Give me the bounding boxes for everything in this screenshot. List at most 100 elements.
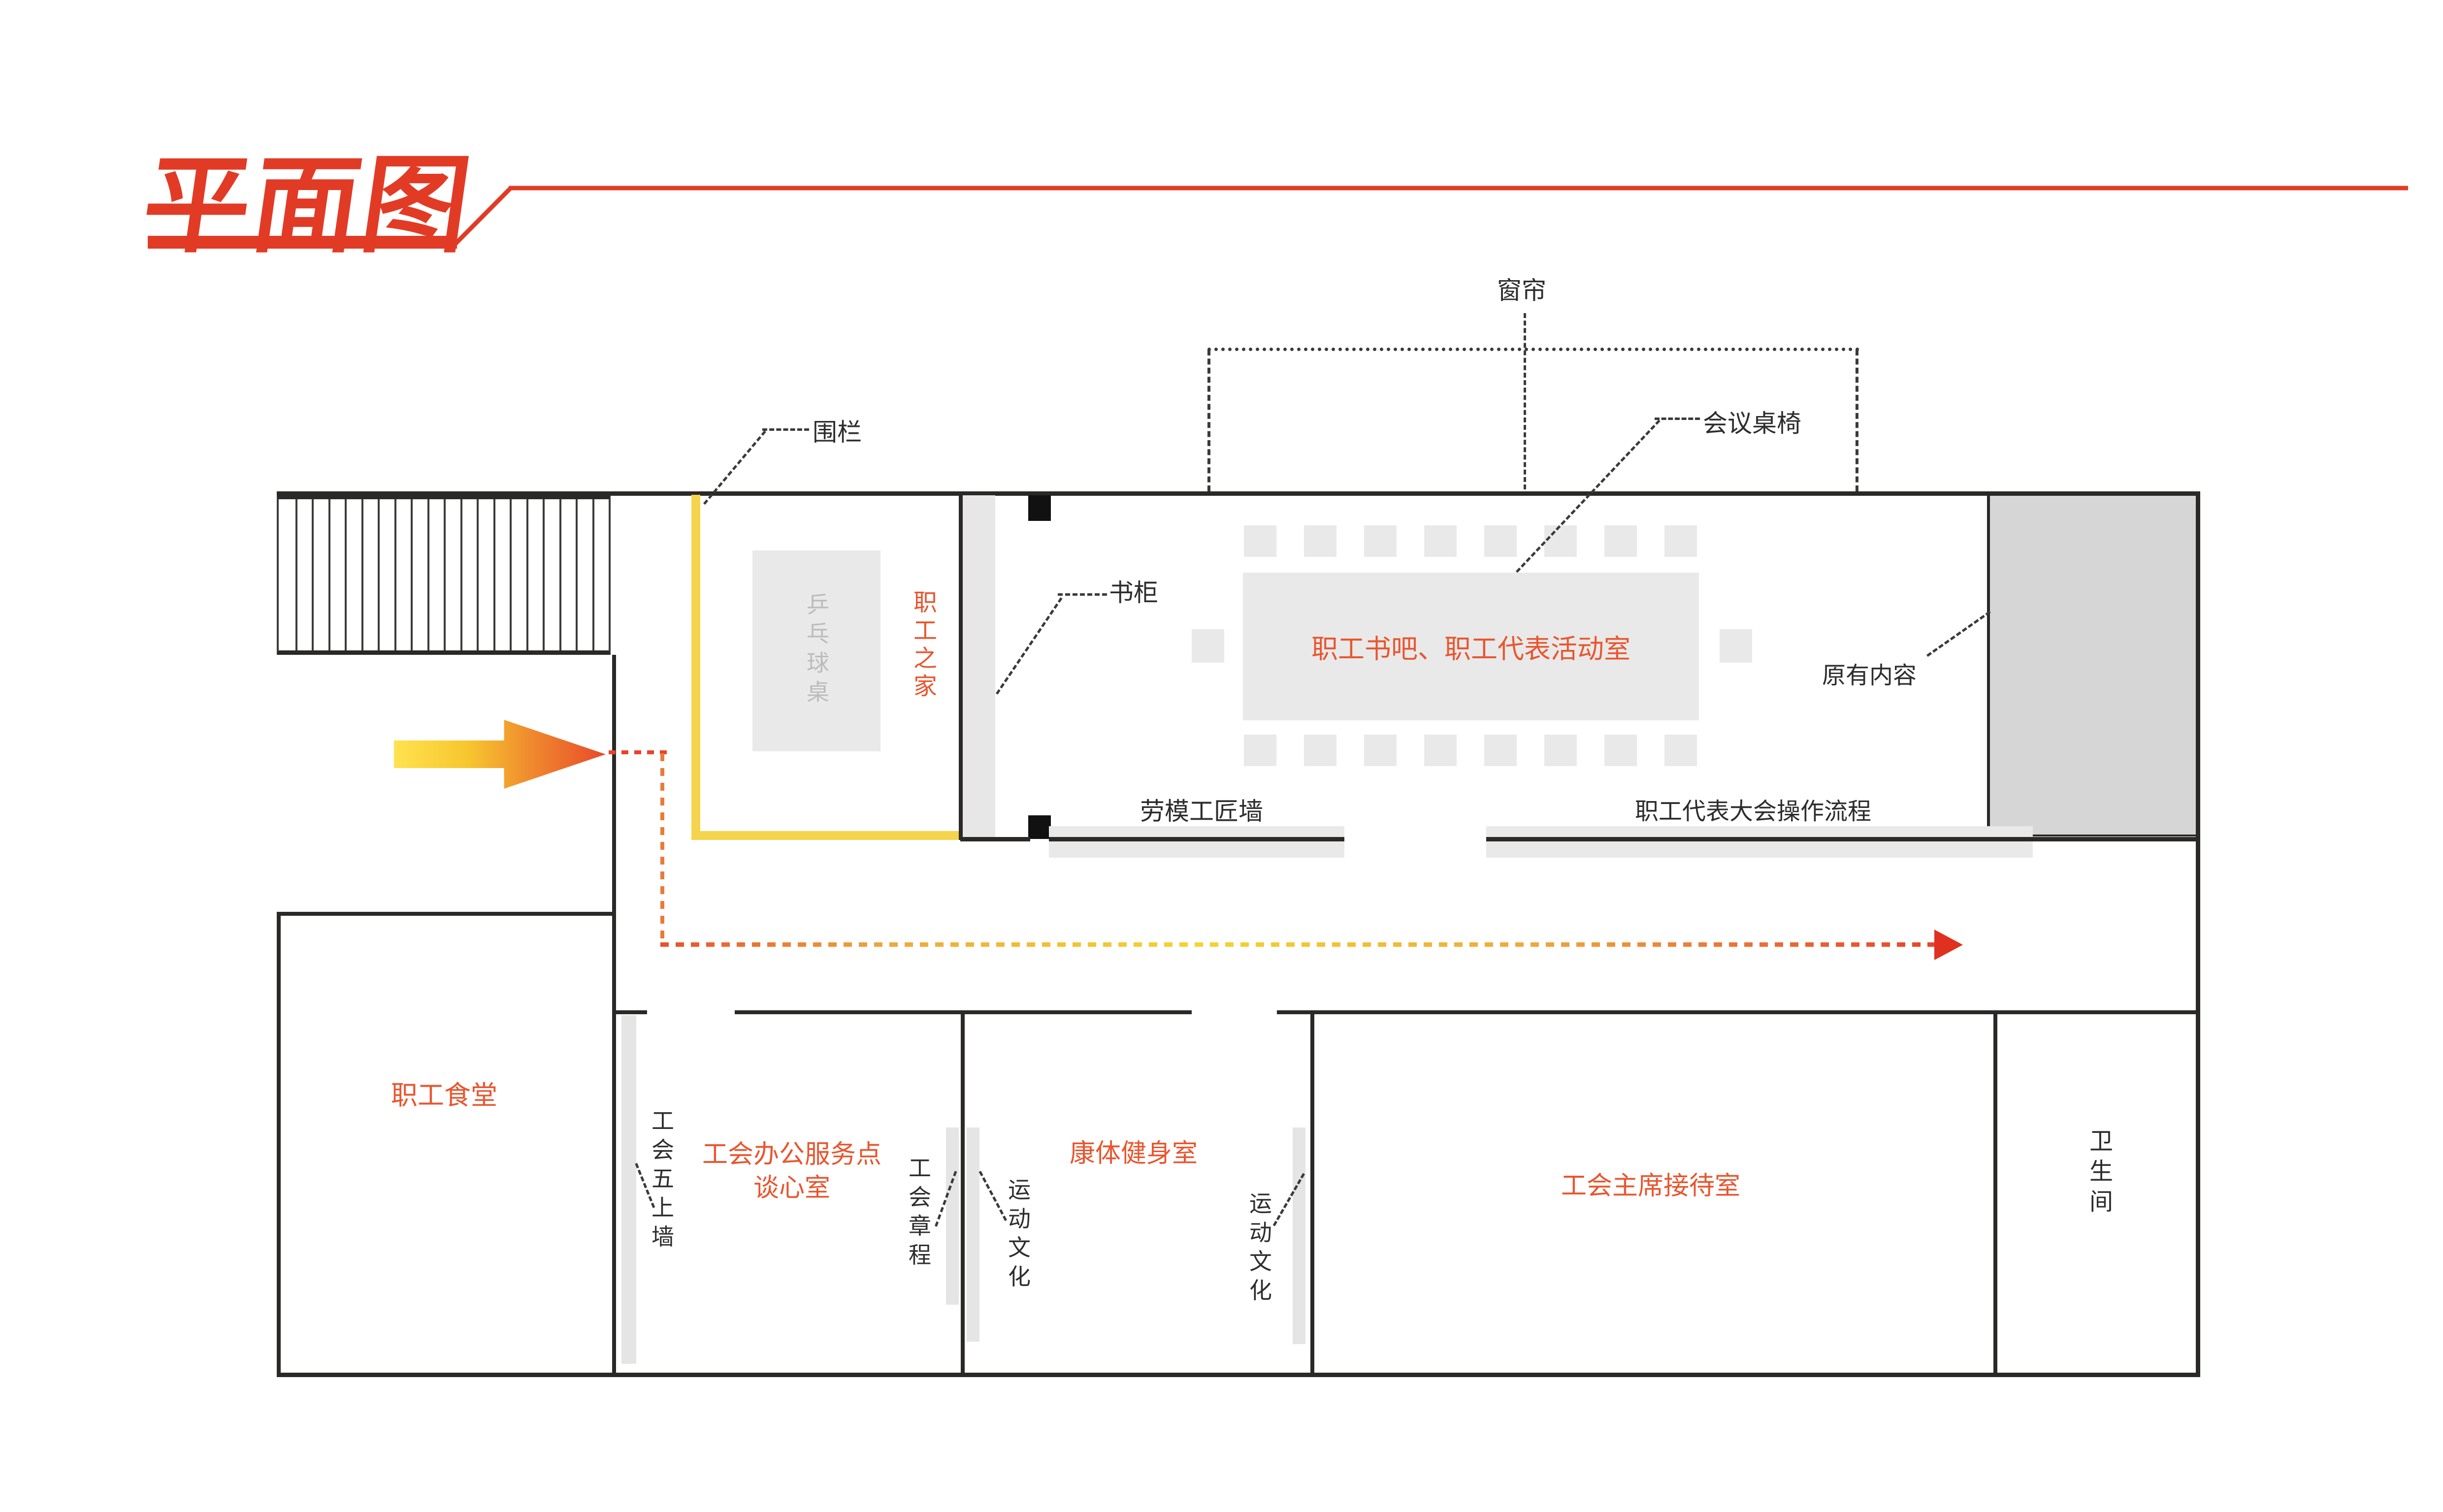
original-content-block xyxy=(1987,496,2196,836)
canteen-top-wall xyxy=(277,912,616,916)
congress-process-bar xyxy=(1486,826,2033,858)
office-service-line2: 谈心室 xyxy=(753,1173,831,1202)
stair-tread xyxy=(493,499,495,650)
bookcase-label: 书柜 xyxy=(1109,579,1158,607)
conference-chair xyxy=(1604,525,1637,557)
model-worker-wall-label: 劳模工匠墙 xyxy=(1140,798,1263,825)
conference-table: 职工书吧、职工代表活动室 xyxy=(1243,573,1699,720)
bottom-wall xyxy=(277,1373,2200,1377)
conference-chair xyxy=(1244,525,1276,557)
office-service-label: 工会办公服务点 谈心室 xyxy=(702,1138,881,1205)
restroom-label: 卫生间 xyxy=(2085,1128,2112,1220)
conference-chair xyxy=(1304,525,1336,557)
sports-culture-label-2: 运动文化 xyxy=(1246,1191,1272,1308)
upper-bottom-wall-a xyxy=(960,837,1030,841)
stair-tread xyxy=(543,499,545,650)
staff-home-label: 职工之家 xyxy=(910,590,936,702)
conference-chair xyxy=(1304,735,1336,766)
fence-line-horizontal xyxy=(691,831,960,840)
curtain-dashed-top xyxy=(1207,348,1859,351)
conference-chair xyxy=(1664,735,1697,766)
curtain-pointer-line xyxy=(1524,313,1526,489)
meeting-furniture-label: 会议桌椅 xyxy=(1703,410,1801,437)
stair-tread xyxy=(526,499,528,650)
lower-top-wall-a xyxy=(616,1010,647,1014)
chair-right xyxy=(1720,629,1752,663)
stair-tread xyxy=(328,499,330,650)
stair-tread xyxy=(295,499,297,650)
route-stub xyxy=(609,750,667,754)
bookcase-wall xyxy=(959,491,963,840)
model-worker-wall-bar xyxy=(1049,826,1344,858)
stair-tread xyxy=(394,499,396,650)
union-five-wall-label: 工会五上墙 xyxy=(649,1109,674,1254)
union-five-wall-strip xyxy=(621,1015,636,1364)
sports-culture-strip-1 xyxy=(967,1127,979,1342)
stair-tread xyxy=(312,499,314,650)
lower-top-wall-c xyxy=(1277,1010,2200,1014)
curtain-dashed-left xyxy=(1207,350,1210,491)
conference-chair xyxy=(1544,525,1577,557)
door-jamb-bottom xyxy=(1028,815,1051,839)
route-arrowhead-icon xyxy=(1934,930,1963,960)
conference-chair xyxy=(1544,735,1577,766)
entry-arrow-icon xyxy=(394,720,606,789)
fence-pointer-horizontal xyxy=(762,428,809,431)
union-charter-label: 工会章程 xyxy=(906,1156,931,1272)
congress-process-label: 职工代表大会操作流程 xyxy=(1634,799,1872,825)
divider-fitness-reception xyxy=(1310,1010,1314,1373)
stair-tread xyxy=(444,499,446,650)
main-room-label: 职工书吧、职工代表活动室 xyxy=(1311,634,1630,664)
canteen-right-wall xyxy=(612,655,616,1376)
upper-bottom-wall-c xyxy=(1486,837,2200,841)
pingpong-table-label: 乒乓球桌 xyxy=(804,593,829,709)
stair-tread xyxy=(361,499,363,650)
conference-chair xyxy=(1364,525,1397,557)
conference-chair xyxy=(1484,525,1517,557)
stair-tread xyxy=(460,499,462,650)
title-rule-line xyxy=(148,186,2408,249)
door-jamb-top xyxy=(1028,495,1051,521)
bookcase-strip xyxy=(963,495,995,839)
bookcase-pointer-diagonal xyxy=(996,597,1063,695)
right-wall xyxy=(2196,491,2200,1377)
stair-tread xyxy=(559,499,561,650)
fence-line-vertical xyxy=(691,495,700,839)
upper-bottom-wall-b xyxy=(1049,837,1344,841)
stair-tread xyxy=(592,499,594,650)
conference-chair xyxy=(1424,735,1457,766)
chair-left xyxy=(1192,629,1224,663)
bookcase-pointer-horizontal xyxy=(1058,593,1107,596)
conference-chair xyxy=(1424,525,1457,557)
conference-chair xyxy=(1484,735,1517,766)
meeting-pointer-diagonal xyxy=(1516,419,1661,573)
fence-label: 围栏 xyxy=(813,418,862,446)
union-charter-strip xyxy=(946,1127,959,1305)
stair-tread xyxy=(345,499,347,650)
route-vertical xyxy=(660,753,664,945)
pingpong-table: 乒乓球桌 xyxy=(752,550,880,751)
stair-tread xyxy=(378,499,380,650)
curtain-label: 窗帘 xyxy=(1497,277,1546,304)
conference-chair xyxy=(1604,735,1637,766)
meeting-pointer-horizontal xyxy=(1655,418,1700,420)
route-horizontal xyxy=(660,942,1936,947)
stair-tread xyxy=(510,499,512,650)
fitness-room-label: 康体健身室 xyxy=(1069,1139,1198,1168)
office-service-line1: 工会办公服务点 xyxy=(702,1140,882,1169)
top-wall xyxy=(277,491,2200,496)
canteen-left-wall xyxy=(277,912,281,1377)
curtain-dashed-right xyxy=(1856,350,1858,491)
chairman-reception-label: 工会主席接待室 xyxy=(1561,1172,1741,1200)
stair-tread xyxy=(477,499,479,650)
conference-chair xyxy=(1664,525,1697,557)
divider-reception-restroom xyxy=(1993,1010,1997,1373)
sports-culture-label-1: 运动文化 xyxy=(1005,1178,1031,1294)
conference-chair xyxy=(1364,735,1397,766)
stair-tread xyxy=(576,499,578,650)
canteen-label: 职工食堂 xyxy=(391,1081,497,1110)
conference-chair xyxy=(1244,735,1276,766)
stair-tread xyxy=(411,499,413,650)
divider-office-fitness xyxy=(961,1010,965,1373)
